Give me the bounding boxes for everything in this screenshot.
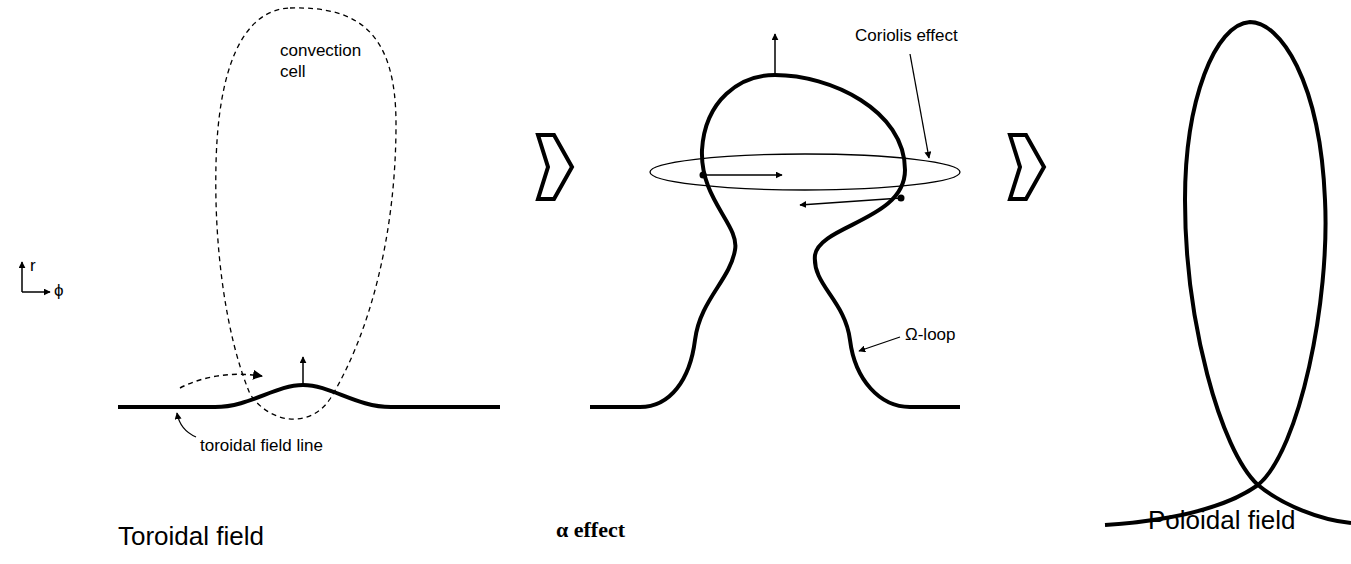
callout-label: Ω-loop [905,325,956,345]
leader-line [859,337,900,351]
poloidal-loop [1105,22,1351,525]
step-arrow [1010,135,1044,199]
omega-loop [590,75,960,407]
callout-label: Coriolis effect [855,26,958,46]
panel-caption: Poloidal field [1148,506,1295,536]
coriolis-arrow [800,198,901,205]
axis-label: r [30,256,36,276]
panel-caption: α effect [556,517,625,542]
axis-label: ϕ [54,281,64,301]
coriolis-ellipse [650,154,960,190]
coriolis-arrow [703,174,782,176]
toroidal-field-line [118,385,500,407]
dashed-outline [216,8,396,419]
callout-label: toroidal field line [200,436,323,456]
leader-line [177,413,196,437]
leader-line [910,54,929,158]
convection-cell: convection cell [210,4,400,429]
step-arrow [538,135,572,199]
node-label: convection cell [280,40,370,83]
rise-arrow [302,357,304,384]
flow-arrow [180,374,262,388]
rise-arrow [774,34,776,74]
panel-caption: Toroidal field [118,522,264,552]
axes [22,262,50,292]
